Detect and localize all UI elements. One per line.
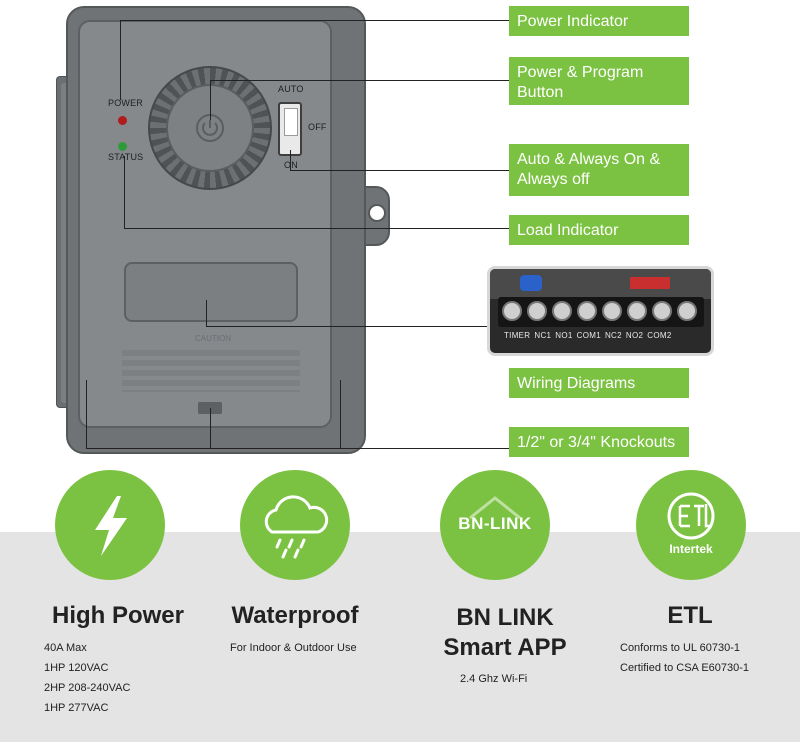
- caution-label: CAUTION: [195, 334, 231, 343]
- feature-title: Waterproof: [231, 602, 359, 629]
- relay: [630, 277, 670, 289]
- timer-device: POWER STATUS AUTO OFF ON CAUTION: [56, 6, 396, 454]
- callout-knockouts: 1/2" or 3/4" Knockouts: [509, 427, 689, 457]
- terminal-label: COM1: [576, 331, 601, 340]
- feature-spec: Certified to CSA E60730-1: [620, 662, 750, 674]
- leader-line: [210, 408, 211, 448]
- feature-spec: Conforms to UL 60730-1: [620, 642, 741, 654]
- terminal-block-image: TIMER NC1 NO1 COM1 NC2 NO2 COM2: [487, 266, 714, 356]
- leader-line: [340, 380, 341, 448]
- callout-wiring-diagrams: Wiring Diagrams: [509, 368, 689, 398]
- leader-line: [124, 156, 125, 228]
- capacitor: [520, 275, 542, 291]
- feature-title: ETL: [667, 602, 713, 629]
- terminal-label: NO1: [555, 331, 573, 340]
- rain-cloud-icon: [264, 495, 329, 559]
- bn-link-badge: BN-LINK: [440, 470, 550, 580]
- wiring-cover: [124, 262, 298, 322]
- leader-line: [210, 80, 509, 81]
- terminal-screw: [502, 301, 522, 321]
- leader-line: [86, 380, 87, 448]
- leader-line: [206, 326, 490, 327]
- power-led-icon: [118, 116, 127, 125]
- terminal-screw: [627, 301, 647, 321]
- feature-title: BN LINK: [456, 604, 554, 631]
- leader-line: [86, 448, 509, 449]
- status-led-icon: [118, 142, 127, 151]
- status-led-label: STATUS: [108, 152, 144, 162]
- feature-title: High Power: [51, 602, 184, 629]
- caution-text-block: [122, 346, 300, 392]
- feature-title-line2: Smart APP: [443, 634, 567, 661]
- terminal-label: COM2: [647, 331, 672, 340]
- terminal-screw: [652, 301, 672, 321]
- terminal-screw: [602, 301, 622, 321]
- terminal-screw: [552, 301, 572, 321]
- callout-power-indicator: Power Indicator: [509, 6, 689, 36]
- bn-link-logo-text: BN-LINK: [458, 514, 532, 533]
- leader-line: [120, 20, 509, 21]
- feature-spec: 2HP 208-240VAC: [44, 682, 131, 694]
- lightning-icon: [95, 496, 127, 556]
- terminal-screw: [577, 301, 597, 321]
- terminal-labels: TIMER NC1 NO1 COM1 NC2 NO2 COM2: [504, 331, 672, 340]
- feature-spec: 40A Max: [44, 642, 87, 654]
- callout-load-indicator: Load Indicator: [509, 215, 689, 245]
- waterproof-badge: [240, 470, 350, 580]
- power-icon: [202, 120, 218, 136]
- mounting-hole: [368, 204, 386, 222]
- terminal-label: NC2: [604, 331, 622, 340]
- feature-spec: For Indoor & Outdoor Use: [230, 642, 357, 654]
- auto-label: AUTO: [278, 84, 304, 94]
- leader-line: [290, 170, 509, 171]
- feature-spec: 1HP 120VAC: [44, 662, 109, 674]
- terminal-label: TIMER: [504, 331, 531, 340]
- etl-logo-icon: [667, 492, 715, 540]
- off-label: OFF: [308, 122, 327, 132]
- high-power-badge: [55, 470, 165, 580]
- bn-link-logo-icon: [469, 496, 521, 520]
- leader-line: [206, 300, 207, 326]
- callout-mode-switch: Auto & Always On & Always off: [509, 144, 689, 196]
- terminal-screw: [527, 301, 547, 321]
- terminal-label: NC1: [534, 331, 552, 340]
- intertek-logo-text: Intertek: [669, 542, 713, 556]
- mode-switch[interactable]: [278, 102, 302, 156]
- etl-badge: Intertek: [636, 470, 746, 580]
- power-led-label: POWER: [108, 98, 144, 108]
- leader-line: [120, 20, 121, 100]
- feature-spec: 2.4 Ghz Wi-Fi: [460, 673, 528, 685]
- leader-line: [210, 80, 211, 120]
- terminal-screw: [677, 301, 697, 321]
- leader-line: [290, 150, 291, 170]
- feature-spec: 1HP 277VAC: [44, 702, 109, 714]
- leader-line: [124, 228, 509, 229]
- callout-power-program-button: Power & Program Button: [509, 57, 689, 105]
- terminal-label: NO2: [625, 331, 644, 340]
